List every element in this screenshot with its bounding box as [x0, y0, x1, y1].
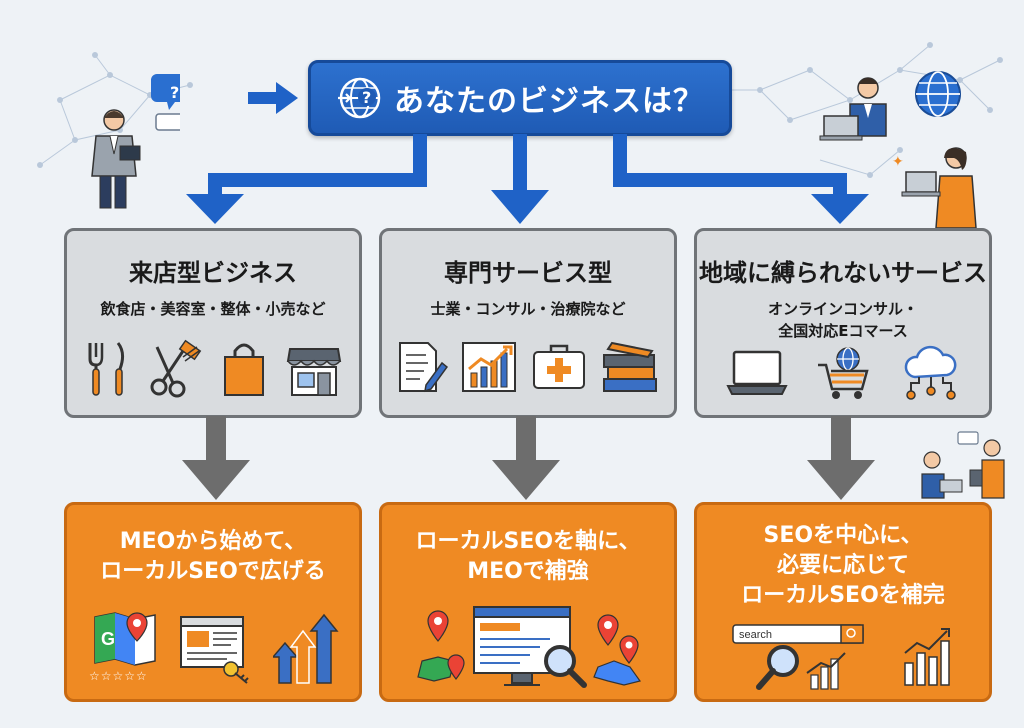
search-bar-magnifier-icon: search — [732, 624, 864, 690]
people-discussion-icon — [921, 431, 1005, 499]
strategy-box-local-seo: ローカルSEOを軸に、 MEOで補強 — [379, 502, 677, 702]
arrow-right-icon — [248, 82, 298, 114]
bar-chart-icon — [904, 628, 950, 686]
svg-text:✦: ✦ — [892, 154, 904, 170]
category-icons — [697, 345, 989, 401]
document-pen-icon — [398, 342, 448, 393]
category-subtitle-line: 全国対応Eコマース — [778, 322, 908, 340]
category-title: 専門サービス型 — [444, 259, 612, 287]
laptop-icon — [725, 350, 788, 395]
map-pin-stars-icon: G ☆☆☆☆☆ — [87, 609, 159, 689]
map-pins-monitor-search-icon — [417, 606, 642, 688]
category-subtitle: オンラインコンサル・ 全国対応Eコマース — [697, 298, 989, 342]
book-stack-icon — [603, 341, 658, 392]
rating-stars: ☆☆☆☆☆ — [89, 669, 148, 683]
branch-arrows — [186, 134, 869, 224]
svg-text:?: ? — [362, 88, 371, 107]
globe-question-icon: ? — [338, 77, 381, 119]
category-subtitle: 士業・コンサル・治療院など — [430, 300, 626, 318]
category-icons — [67, 339, 359, 399]
strategy-line: ローカルSEOを補完 — [741, 583, 945, 608]
title-box: ? あなたのビジネスは？ — [308, 60, 732, 136]
person-tablet-icon: ? — [91, 74, 180, 209]
strategy-line: ローカルSEOを軸に、 — [415, 529, 641, 554]
strategy-icons: search — [697, 619, 989, 693]
category-box-non-local: 地域に縛られないサービス オンラインコンサル・ 全国対応Eコマース — [694, 228, 992, 418]
web-window-key-icon — [180, 616, 249, 684]
first-aid-kit-icon — [532, 344, 585, 389]
title-text: あなたのビジネスは？ — [394, 84, 704, 119]
strategy-icons — [382, 601, 674, 691]
person-woman-laptop-icon: ✦ — [892, 147, 977, 229]
strategy-line: MEOから始めて、 — [119, 529, 307, 554]
globe-cart-icon — [818, 347, 869, 399]
fork-knife-icon — [88, 342, 124, 396]
down-arrows — [182, 416, 875, 500]
strategy-line: ローカルSEOで広げる — [100, 559, 326, 584]
category-icons — [382, 339, 674, 395]
category-title: 来店型ビジネス — [129, 259, 297, 287]
up-arrows-icon — [273, 613, 339, 684]
strategy-line: MEOで補強 — [467, 559, 589, 584]
scissors-comb-icon — [150, 339, 201, 398]
person-laptop-globe-icon — [819, 71, 961, 141]
strategy-line: 必要に応じて — [776, 553, 909, 578]
shopping-bag-icon — [224, 343, 265, 396]
cloud-network-icon — [904, 345, 956, 400]
strategy-text: MEOから始めて、 ローカルSEOで広げる — [67, 527, 359, 587]
strategy-box-meo-first: MEOから始めて、 ローカルSEOで広げる G ☆☆☆☆☆ — [64, 502, 362, 702]
strategy-line: SEOを中心に、 — [763, 523, 923, 548]
category-subtitle: 飲食店・美容室・整体・小売など — [100, 300, 326, 318]
svg-text:G: G — [101, 629, 115, 649]
category-title: 地域に縛られないサービス — [699, 259, 987, 287]
search-bar-text: search — [739, 629, 772, 641]
category-box-professional: 専門サービス型 士業・コンサル・治療院など — [379, 228, 677, 418]
growth-chart-icon — [462, 342, 517, 392]
category-box-walk-in: 来店型ビジネス 飲食店・美容室・整体・小売など — [64, 228, 362, 418]
strategy-text: ローカルSEOを軸に、 MEOで補強 — [382, 527, 674, 587]
category-subtitle-line: オンラインコンサル・ — [767, 300, 918, 318]
storefront-icon — [287, 348, 342, 396]
strategy-icons: G ☆☆☆☆☆ — [67, 609, 359, 689]
strategy-text: SEOを中心に、 必要に応じて ローカルSEOを補完 — [697, 521, 989, 611]
svg-text:?: ? — [170, 83, 179, 102]
strategy-box-seo-core: SEOを中心に、 必要に応じて ローカルSEOを補完 search — [694, 502, 992, 702]
